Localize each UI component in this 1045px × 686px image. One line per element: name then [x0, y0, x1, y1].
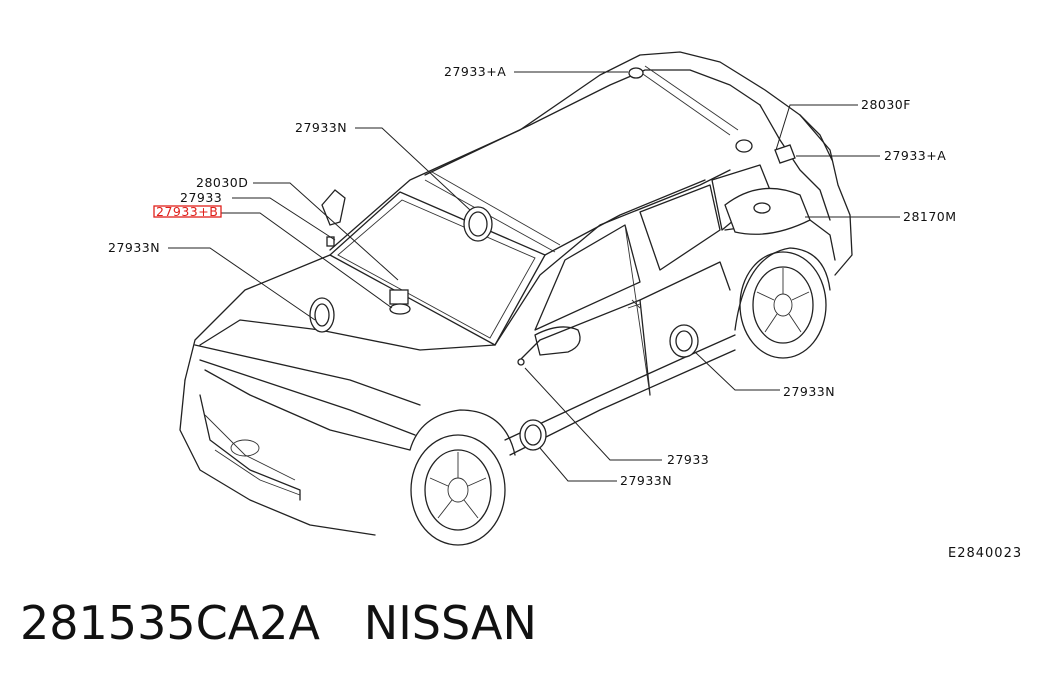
callout-label-highlighted: 27933+B: [156, 204, 218, 219]
part-title: 281535CA2A NISSAN: [20, 596, 537, 650]
callout-label: 28170M: [903, 209, 957, 224]
leader-lines: [168, 71, 900, 482]
roof-grommet: [628, 67, 644, 79]
parts: [309, 67, 811, 451]
callout-label: 27933+A: [444, 64, 506, 79]
callout-label: 28030D: [196, 175, 248, 190]
callout-label: 27933N: [108, 240, 160, 255]
hatch-grommet: [735, 139, 753, 153]
callout-label: 28030F: [861, 97, 911, 112]
part-number: 281535CA2A: [20, 596, 320, 650]
hatch-connector: [774, 144, 796, 164]
callout-label: 27933N: [620, 473, 672, 488]
callout-label: 27933: [667, 452, 709, 467]
callout-label: 27933N: [295, 120, 347, 135]
car-illustration: [179, 51, 853, 546]
door-clip: [517, 358, 525, 366]
callout-label: 27933: [180, 190, 222, 205]
highlight-box: [153, 205, 222, 218]
tweeter-bracket: [321, 189, 346, 226]
callout-label: 27933+A: [884, 148, 946, 163]
callout-labels: 27933+A 27933N 28030F 27933+A 28030D 279…: [108, 64, 957, 488]
diagram-reference: E2840023: [948, 546, 1022, 561]
brand-name: NISSAN: [363, 596, 537, 650]
callout-label: 27933N: [783, 384, 835, 399]
parts-diagram: 27933+A 27933N 28030F 27933+A 28030D 279…: [108, 51, 1022, 561]
antenna-module: [389, 289, 409, 305]
